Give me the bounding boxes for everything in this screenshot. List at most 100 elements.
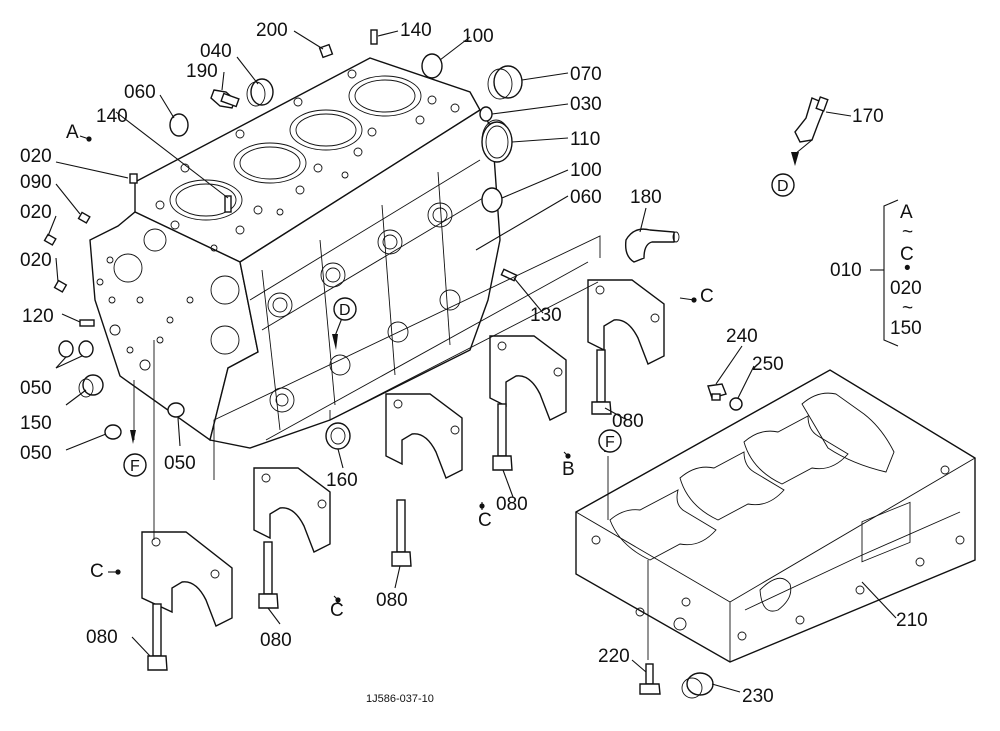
fitting-190 — [210, 89, 240, 109]
callout-020-top: 020 — [20, 146, 52, 167]
callout-030: 030 — [570, 94, 602, 115]
ref-F-crankcase: F — [605, 434, 615, 451]
callout-130: 130 — [530, 305, 562, 326]
small-parts — [43, 29, 829, 699]
reference-dots — [86, 136, 697, 603]
callout-050-center: 050 — [164, 453, 196, 474]
cylinder-bore-3 — [289, 109, 363, 151]
pin-120 — [79, 319, 95, 327]
ref-circles — [123, 173, 795, 477]
ref-C-rear: C — [700, 286, 714, 307]
callout-240: 240 — [726, 326, 758, 347]
plug-100-top — [421, 53, 443, 79]
callout-100-top: 100 — [462, 26, 494, 47]
plug-200 — [318, 43, 334, 59]
cap-bolts-080 — [147, 349, 612, 671]
plug-020-mid — [43, 233, 57, 246]
leader-lines — [47, 30, 897, 693]
ref-C-front: C — [90, 561, 104, 582]
lower-crankcase-210 — [575, 369, 976, 663]
injector-170 — [794, 96, 829, 143]
callout-210: 210 — [896, 610, 928, 631]
plug-020-low — [53, 279, 68, 293]
callout-labels: 200 140 100 040 190 070 060 030 140 110 … — [20, 20, 928, 707]
callout-250: 250 — [752, 354, 784, 375]
plug-090 — [77, 211, 91, 224]
plug-100-lower — [481, 187, 503, 213]
pin-140-deck — [224, 195, 232, 213]
callout-080-front-mid: 080 — [260, 630, 292, 651]
callout-190: 190 — [186, 61, 218, 82]
callout-050-bottom: 050 — [20, 443, 52, 464]
elbow-180 — [624, 228, 680, 263]
plug-030 — [479, 106, 493, 122]
callout-230: 230 — [742, 686, 774, 707]
callout-070: 070 — [570, 64, 602, 85]
cylinder-bore-4 — [348, 75, 422, 117]
callout-020-mid: 020 — [20, 202, 52, 223]
ref-B: B — [562, 459, 575, 480]
callout-200: 200 — [256, 20, 288, 41]
bolt-240 — [707, 383, 727, 401]
callout-010: 010 — [830, 260, 862, 281]
callout-080-mid: 080 — [376, 590, 408, 611]
callout-100-lower: 100 — [570, 160, 602, 181]
ref-A: A — [66, 122, 79, 143]
callout-040: 040 — [200, 41, 232, 62]
plug-060-upper — [169, 113, 189, 137]
callout-020-low: 020 — [20, 250, 52, 271]
cylinder-bore-1 — [169, 179, 243, 221]
drawing-code: 1J586-037-10 — [366, 693, 434, 705]
callout-180: 180 — [630, 187, 662, 208]
ref-C-mid: C — [478, 510, 492, 531]
plug-040 — [246, 78, 274, 107]
cylinder-block — [89, 57, 511, 449]
legend-tilde-1: ~ — [902, 222, 913, 243]
washer-250 — [729, 397, 743, 411]
callout-220: 220 — [598, 646, 630, 667]
callout-170: 170 — [852, 106, 884, 127]
assembly-legend: 010 A ~ C • 020 ~ 150 — [830, 199, 922, 347]
reference-letters: A C C B C C — [66, 122, 714, 621]
ref-F-block: F — [130, 458, 140, 475]
callout-080-rear: 080 — [612, 411, 644, 432]
ref-D-injector: D — [777, 178, 789, 195]
bearing-cap-front-mid — [253, 467, 331, 553]
callout-140-top: 140 — [400, 20, 432, 41]
legend-part-start: 020 — [890, 278, 922, 299]
legend-part-end: 150 — [890, 318, 922, 339]
legend-range-start: A — [900, 202, 913, 223]
callout-120: 120 — [22, 306, 54, 327]
bushing-150 — [78, 374, 104, 398]
assembly-guide-lines — [133, 235, 649, 660]
ref-C-front-mid: C — [330, 600, 344, 621]
seal-160 — [325, 422, 351, 450]
legend-range-end: C — [900, 244, 914, 265]
bearing-cap-front — [141, 531, 233, 627]
cylinder-bore-2 — [233, 142, 307, 184]
cap-070 — [487, 65, 523, 100]
callout-160: 160 — [326, 470, 358, 491]
bolt-220 — [639, 663, 661, 695]
pin-140-top — [370, 29, 378, 45]
bearing-cap-rear — [587, 279, 665, 365]
legend-tilde-2: ~ — [902, 298, 913, 319]
callout-110: 110 — [570, 129, 600, 150]
callout-140-deck: 140 — [96, 106, 128, 127]
callout-060-upper: 060 — [124, 82, 156, 103]
callout-150: 150 — [20, 413, 52, 434]
circled-letters: D D F F — [130, 178, 789, 475]
callout-060-lower: 060 — [570, 187, 602, 208]
ref-D-block: D — [339, 302, 351, 319]
callout-090: 090 — [20, 172, 52, 193]
plug-020-top — [129, 173, 138, 184]
callout-080-front: 080 — [86, 627, 118, 648]
bearing-cap-b — [489, 335, 567, 421]
bearing-cap-mid — [385, 393, 463, 479]
callout-050-left: 050 — [20, 378, 52, 399]
bushing-230 — [681, 672, 714, 699]
callout-080-b: 080 — [496, 494, 528, 515]
bearing-caps — [141, 279, 665, 627]
legend-separator: • — [904, 258, 911, 279]
